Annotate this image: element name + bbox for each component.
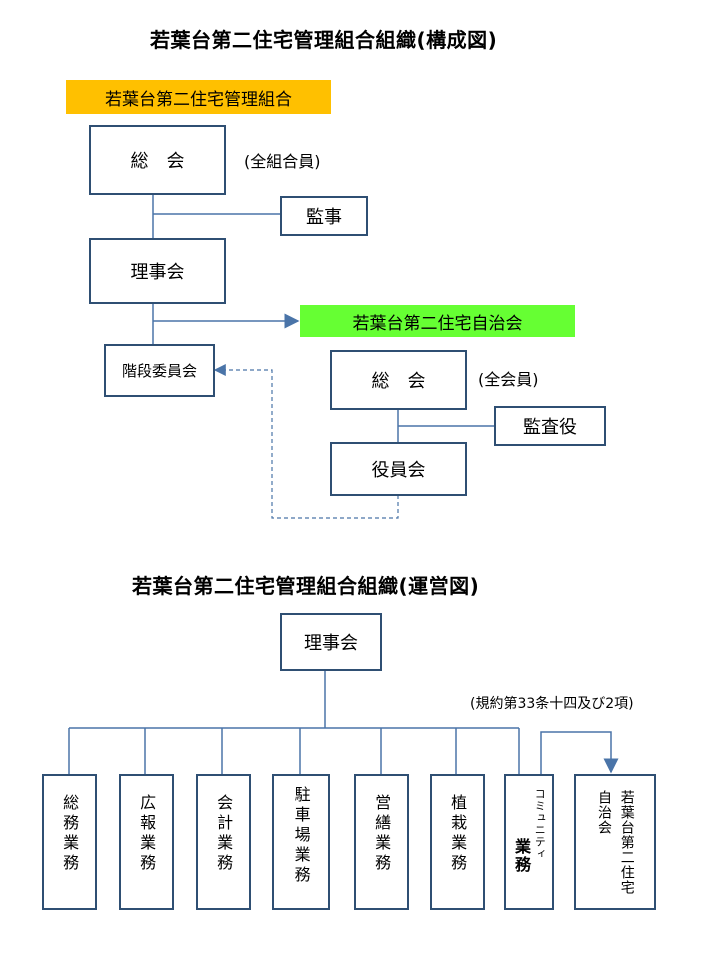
auditor-label: 監事 [306,207,342,228]
residents-general-meeting-label: 総 会 [371,371,426,392]
dept-general-affairs[interactable]: 総務業務 [42,774,97,910]
stair-committee-box[interactable]: 階段委員会 [104,344,215,397]
operation-board-box[interactable]: 理事会 [280,613,382,671]
management-association-label: 若葉台第二住宅管理組合 [66,80,331,114]
auditor-box[interactable]: 監事 [280,196,368,236]
operation-board-label: 理事会 [304,633,358,654]
dept-label: 植栽業務 [448,794,468,874]
general-meeting-note: (全組合員) [244,152,321,171]
dept-accounting[interactable]: 会計業務 [196,774,251,910]
general-meeting-label: 総 会 [130,151,185,172]
operation-title: 若葉台第二住宅管理組合組織(運営図) [132,574,480,598]
dept-label: 営繕業務 [372,794,392,874]
residents-assoc-label-line1: 自治会 [596,790,612,835]
dept-parking[interactable]: 駐車場業務 [272,774,330,910]
residents-assoc-label-line2: 若葉台第二住宅 [618,790,635,895]
structure-title: 若葉台第二住宅管理組合組織(構成図) [150,28,498,52]
community-label-line2: 業務 [512,838,531,874]
dept-label: 会計業務 [214,794,234,874]
bylaw-reference-note: (規約第33条十四及び2項) [470,696,634,712]
residents-officers-box[interactable]: 役員会 [330,442,467,496]
residents-auditor-box[interactable]: 監査役 [494,406,606,446]
dept-maintenance[interactable]: 営繕業務 [354,774,409,910]
stair-committee-label: 階段委員会 [121,362,197,380]
dept-community[interactable]: コミュニティ 業務 [504,774,554,910]
board-label: 理事会 [130,262,185,283]
community-label-line1: コミュニティ [533,788,547,860]
residents-association-box[interactable]: 若葉台第二住宅 自治会 [574,774,656,910]
dept-public-relations[interactable]: 広報業務 [119,774,174,910]
residents-officers-label: 役員会 [371,460,426,481]
residents-general-meeting-note: (全会員) [478,370,539,389]
arrow-community-to-residents [540,731,619,774]
residents-general-meeting-box[interactable]: 総 会 [330,350,467,410]
dept-label: 総務業務 [60,794,80,874]
general-meeting-box[interactable]: 総 会 [89,125,226,195]
dashed-arrow-officers-to-stair [213,364,399,519]
dept-landscaping[interactable]: 植栽業務 [430,774,485,910]
residents-auditor-label: 監査役 [523,417,577,438]
board-box[interactable]: 理事会 [89,238,226,304]
dept-label: 広報業務 [137,794,157,874]
dept-label: 駐車場業務 [291,786,311,886]
residents-association-label: 若葉台第二住宅自治会 [300,305,575,337]
